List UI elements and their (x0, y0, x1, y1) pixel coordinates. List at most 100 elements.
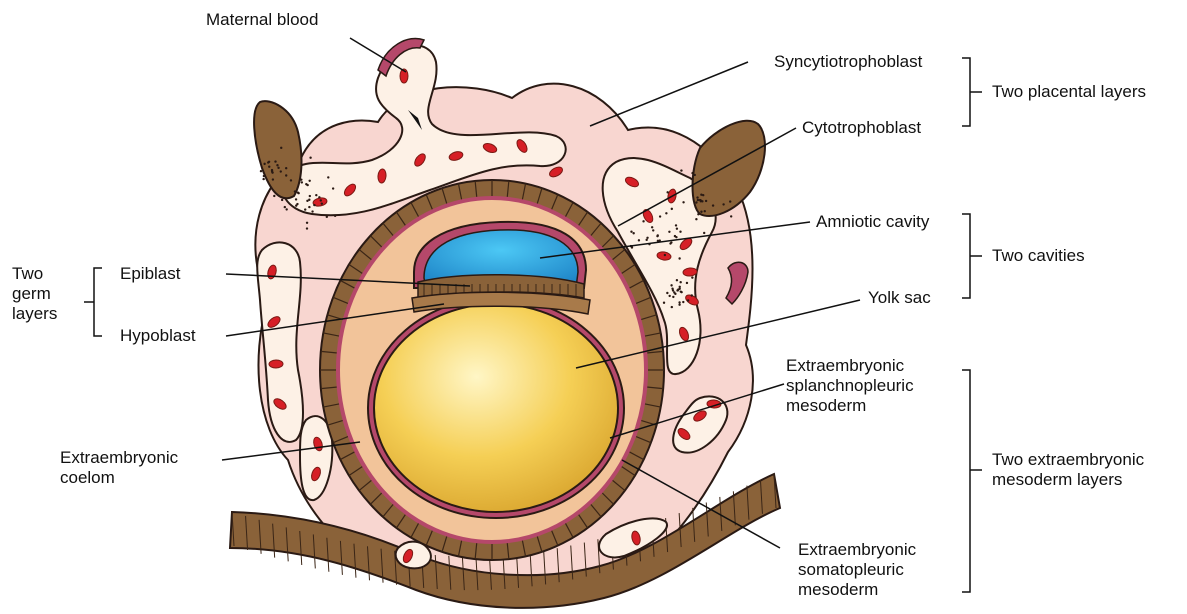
stipple-dot (700, 194, 702, 196)
stipple-dot (638, 239, 640, 241)
stipple-dot (273, 195, 275, 197)
stipple-dot (308, 199, 310, 201)
label-somato-line-3: mesoderm (798, 580, 916, 600)
stipple-dot (712, 204, 714, 206)
stipple-dot (304, 208, 306, 210)
stipple-dot (722, 203, 724, 205)
stipple-dot (301, 181, 303, 183)
stipple-dot (321, 202, 323, 204)
stipple-dot (671, 288, 673, 290)
label-somatopleuric-mesoderm: Extraembryonic somatopleuric mesoderm (798, 540, 916, 600)
stipple-dot (666, 292, 668, 294)
label-extraembryonic-coelom: Extraembryonic coelom (60, 448, 178, 488)
label-maternal-blood: Maternal blood (206, 10, 318, 30)
stipple-dot (686, 282, 688, 284)
group-cavities: Two cavities (992, 246, 1085, 266)
stipple-dot (687, 299, 689, 301)
group-mesoderm-layers: Two extraembryonic mesoderm layers (992, 450, 1144, 490)
group-mesoderm-line-2: mesoderm layers (992, 470, 1144, 490)
stipple-dot (679, 281, 681, 283)
stipple-dot (300, 178, 302, 180)
stipple-dot (284, 206, 286, 208)
stipple-dot (334, 215, 336, 217)
stipple-dot (674, 235, 676, 237)
stipple-dot (309, 195, 311, 197)
stipple-dot (645, 239, 647, 241)
stipple-dot (632, 232, 634, 234)
stipple-dot (297, 191, 299, 193)
stipple-dot (676, 279, 678, 281)
stipple-dot (277, 167, 279, 169)
stipple-dot (668, 231, 670, 233)
stipple-dot (285, 208, 287, 210)
group-placental-layers: Two placental layers (992, 82, 1146, 102)
stipple-dot (704, 210, 706, 212)
stipple-dot (272, 178, 274, 180)
stipple-dot (296, 203, 298, 205)
stipple-dot (695, 201, 697, 203)
stipple-dot (268, 166, 270, 168)
stipple-dot (306, 227, 308, 229)
stipple-dot (705, 200, 707, 202)
stipple-dot (668, 295, 670, 297)
stipple-dot (294, 190, 296, 192)
label-somato-line-2: somatopleuric (798, 560, 916, 580)
label-epiblast: Epiblast (120, 264, 180, 284)
stipple-dot (674, 293, 676, 295)
stipple-dot (697, 199, 699, 201)
stipple-dot (678, 257, 680, 259)
stipple-dot (691, 172, 693, 174)
stipple-dot (699, 199, 701, 201)
stipple-dot (280, 147, 282, 149)
stipple-dot (729, 200, 731, 202)
label-cytotrophoblast: Cytotrophoblast (802, 118, 921, 138)
stipple-dot (651, 226, 653, 228)
stipple-dot (663, 302, 665, 304)
group-mesoderm-line-1: Two extraembryonic (992, 450, 1144, 470)
label-amniotic-cavity: Amniotic cavity (816, 212, 929, 232)
stipple-dot (308, 180, 310, 182)
stipple-dot (642, 220, 644, 222)
stipple-dot (263, 163, 265, 165)
stipple-dot (652, 229, 654, 231)
stipple-dot (665, 212, 667, 214)
group-germ-layers: Two germ layers (12, 264, 57, 324)
stipple-dot (320, 199, 322, 201)
label-splanchno-line-2: splanchnopleuric (786, 376, 914, 396)
stipple-dot (680, 291, 682, 293)
label-coelom-line-1: Extraembryonic (60, 448, 178, 468)
yolk-sac-shape (374, 304, 618, 512)
stipple-dot (308, 206, 310, 208)
stipple-dot (695, 218, 697, 220)
stipple-dot (670, 241, 672, 243)
label-splanchno-line-3: mesoderm (786, 396, 914, 416)
stipple-dot (260, 170, 262, 172)
stipple-dot (670, 284, 672, 286)
stipple-dot (262, 178, 264, 180)
group-germ-line-1: Two (12, 264, 57, 284)
stipple-dot (678, 304, 680, 306)
label-splanchnopleuric-mesoderm: Extraembryonic splanchnopleuric mesoderm (786, 356, 914, 416)
stipple-dot (657, 234, 659, 236)
stipple-dot (281, 199, 283, 201)
stipple-dot (677, 288, 679, 290)
stipple-dot (675, 224, 677, 226)
stipple-dot (315, 194, 317, 196)
stipple-dot (263, 175, 265, 177)
stipple-dot (295, 198, 297, 200)
stipple-dot (285, 167, 287, 169)
stipple-dot (306, 184, 308, 186)
label-syncytiotrophoblast: Syncytiotrophoblast (774, 52, 922, 72)
stipple-dot (703, 232, 705, 234)
maternal-vessel-left (254, 101, 301, 198)
stipple-dot (697, 213, 699, 215)
stipple-dot (327, 176, 329, 178)
stipple-dot (664, 254, 666, 256)
stipple-dot (285, 174, 287, 176)
stipple-dot (311, 210, 313, 212)
stipple-dot (313, 204, 315, 206)
stipple-dot (276, 164, 278, 166)
red-blood-cell (269, 360, 283, 368)
group-germ-line-3: layers (12, 304, 57, 324)
